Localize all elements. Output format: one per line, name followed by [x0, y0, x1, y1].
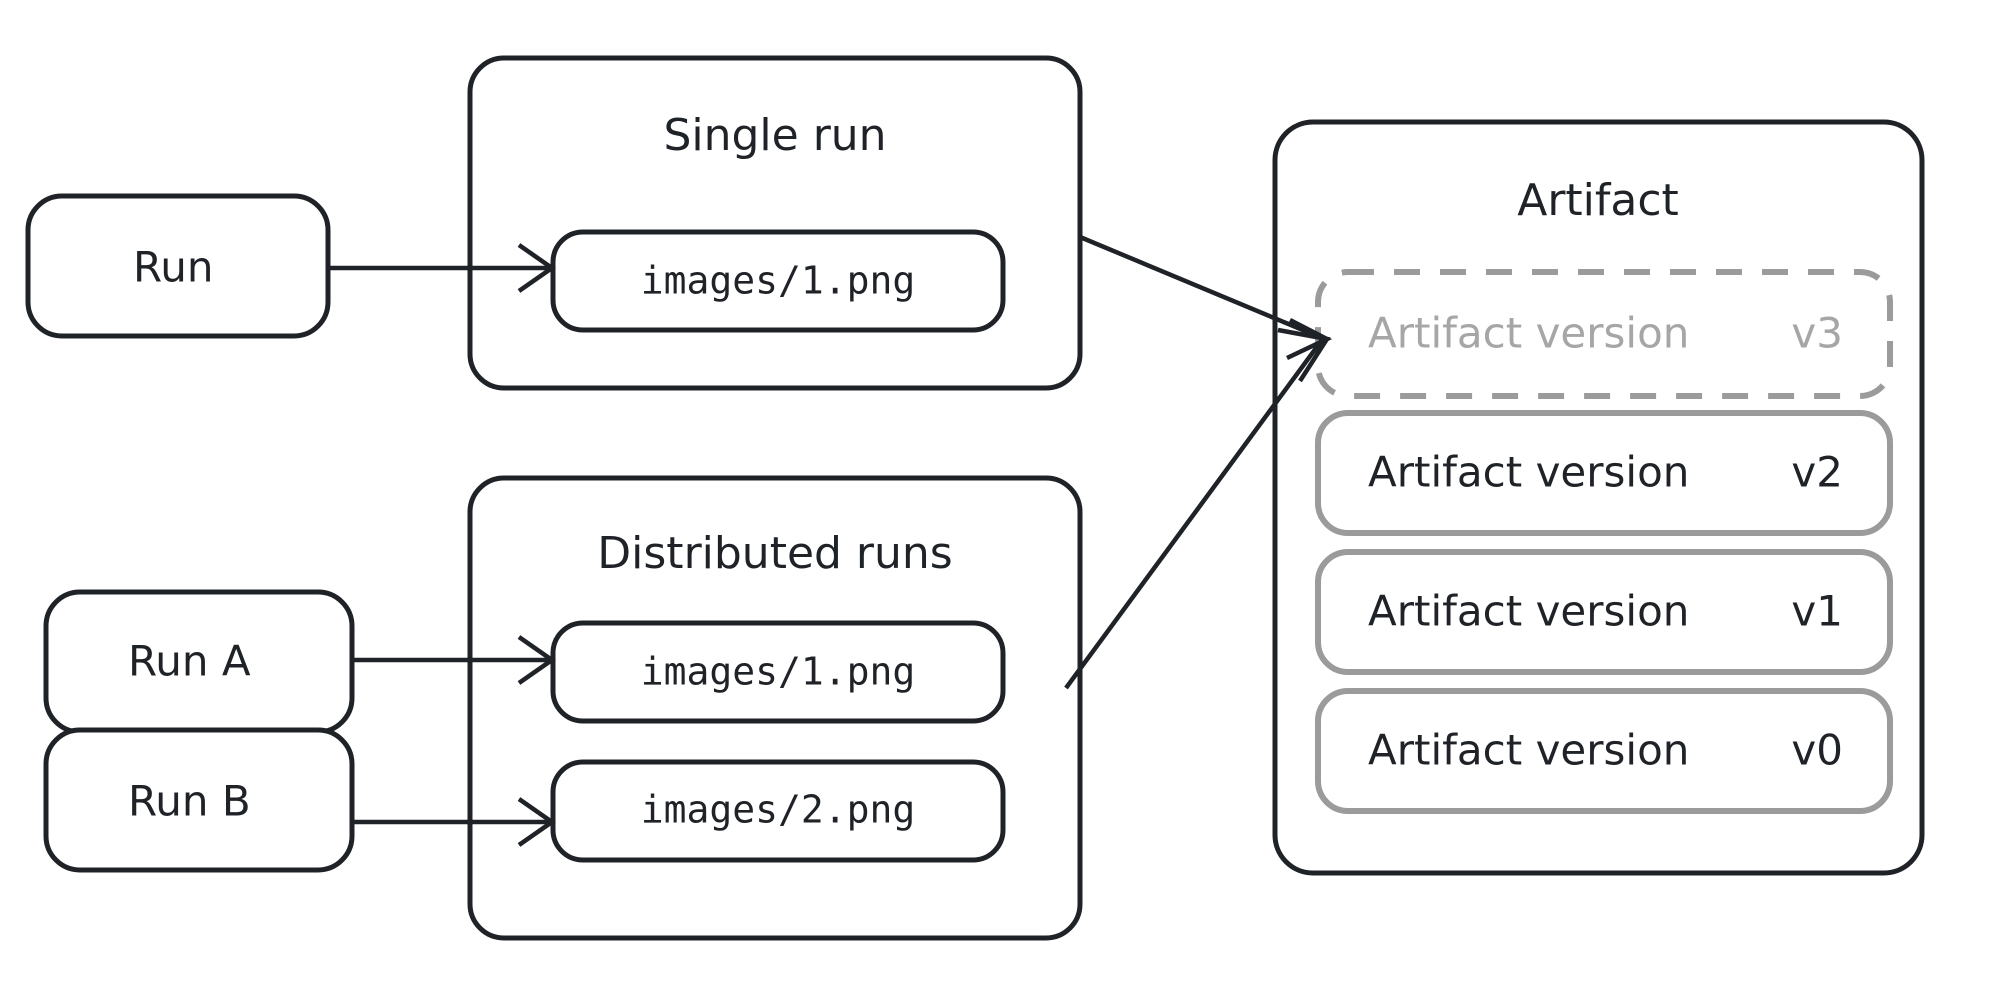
edge-run-a-to-file — [352, 635, 556, 685]
distributed-runs-title: Distributed runs — [597, 528, 952, 579]
edge-run-a-arrowhead — [517, 635, 556, 685]
artifact-version-label-v0: Artifact version — [1368, 726, 1689, 775]
artifact-version-box-v0[interactable] — [1315, 688, 1893, 814]
distributed-file-label-1: images/1.png — [641, 650, 916, 694]
artifact-title: Artifact — [1517, 175, 1679, 226]
run-b-node-label: Run B — [128, 777, 251, 826]
artifact-version-row-v1[interactable]: Artifact version v1 — [1315, 549, 1893, 675]
run-a-node-label: Run A — [128, 637, 251, 686]
artifact-version-box-v2[interactable] — [1315, 410, 1893, 536]
edge-run-b-to-file — [352, 797, 556, 847]
run-node-label: Run — [133, 243, 214, 292]
edge-run-to-single-file-arrowhead — [517, 243, 556, 293]
edge-distributed-runs-to-artifact-arrowhead — [1277, 327, 1331, 383]
artifact-version-label-v3: Artifact version — [1368, 309, 1689, 358]
artifact-version-row-v2[interactable]: Artifact version v2 — [1315, 410, 1893, 536]
artifact-version-number-v3: v3 — [1791, 309, 1843, 358]
artifact-version-row-v0[interactable]: Artifact version v0 — [1315, 688, 1893, 814]
node-run-b: Run B — [43, 727, 355, 873]
artifact-version-number-v1: v1 — [1791, 587, 1843, 636]
group-single-run: Single run images/1.png — [467, 55, 1083, 391]
group-distributed-runs: Distributed runs images/1.png images/2.p… — [467, 475, 1083, 941]
single-run-title: Single run — [663, 110, 886, 161]
artifact-version-row-v3[interactable]: Artifact version v3 — [1315, 269, 1893, 399]
edge-distributed-runs-to-artifact — [1064, 327, 1331, 690]
node-run-a: Run A — [43, 589, 355, 735]
single-run-container — [467, 55, 1083, 391]
artifact-version-box-v1[interactable] — [1315, 549, 1893, 675]
distributed-file-box-1 — [550, 620, 1006, 724]
edge-single-run-to-artifact-line — [1079, 234, 1323, 341]
artifact-container-group: Artifact Artifact version v3 Artifact ve… — [1272, 119, 1925, 876]
edge-run-b-arrowhead — [517, 797, 556, 847]
distributed-file-label-2: images/2.png — [641, 788, 916, 832]
edge-distributed-runs-to-artifact-line — [1064, 338, 1324, 690]
single-run-file-box — [550, 229, 1006, 333]
artifact-version-number-v2: v2 — [1791, 448, 1843, 497]
artifact-version-label-v1: Artifact version — [1368, 587, 1689, 636]
distributed-file-box-2 — [550, 759, 1006, 863]
edge-run-to-single-file — [328, 243, 556, 293]
artifact-version-number-v0: v0 — [1791, 726, 1843, 775]
node-run: Run — [25, 193, 331, 339]
single-run-file-label: images/1.png — [641, 259, 916, 303]
run-b-node-box — [43, 727, 355, 873]
artifact-version-label-v2: Artifact version — [1368, 448, 1689, 497]
